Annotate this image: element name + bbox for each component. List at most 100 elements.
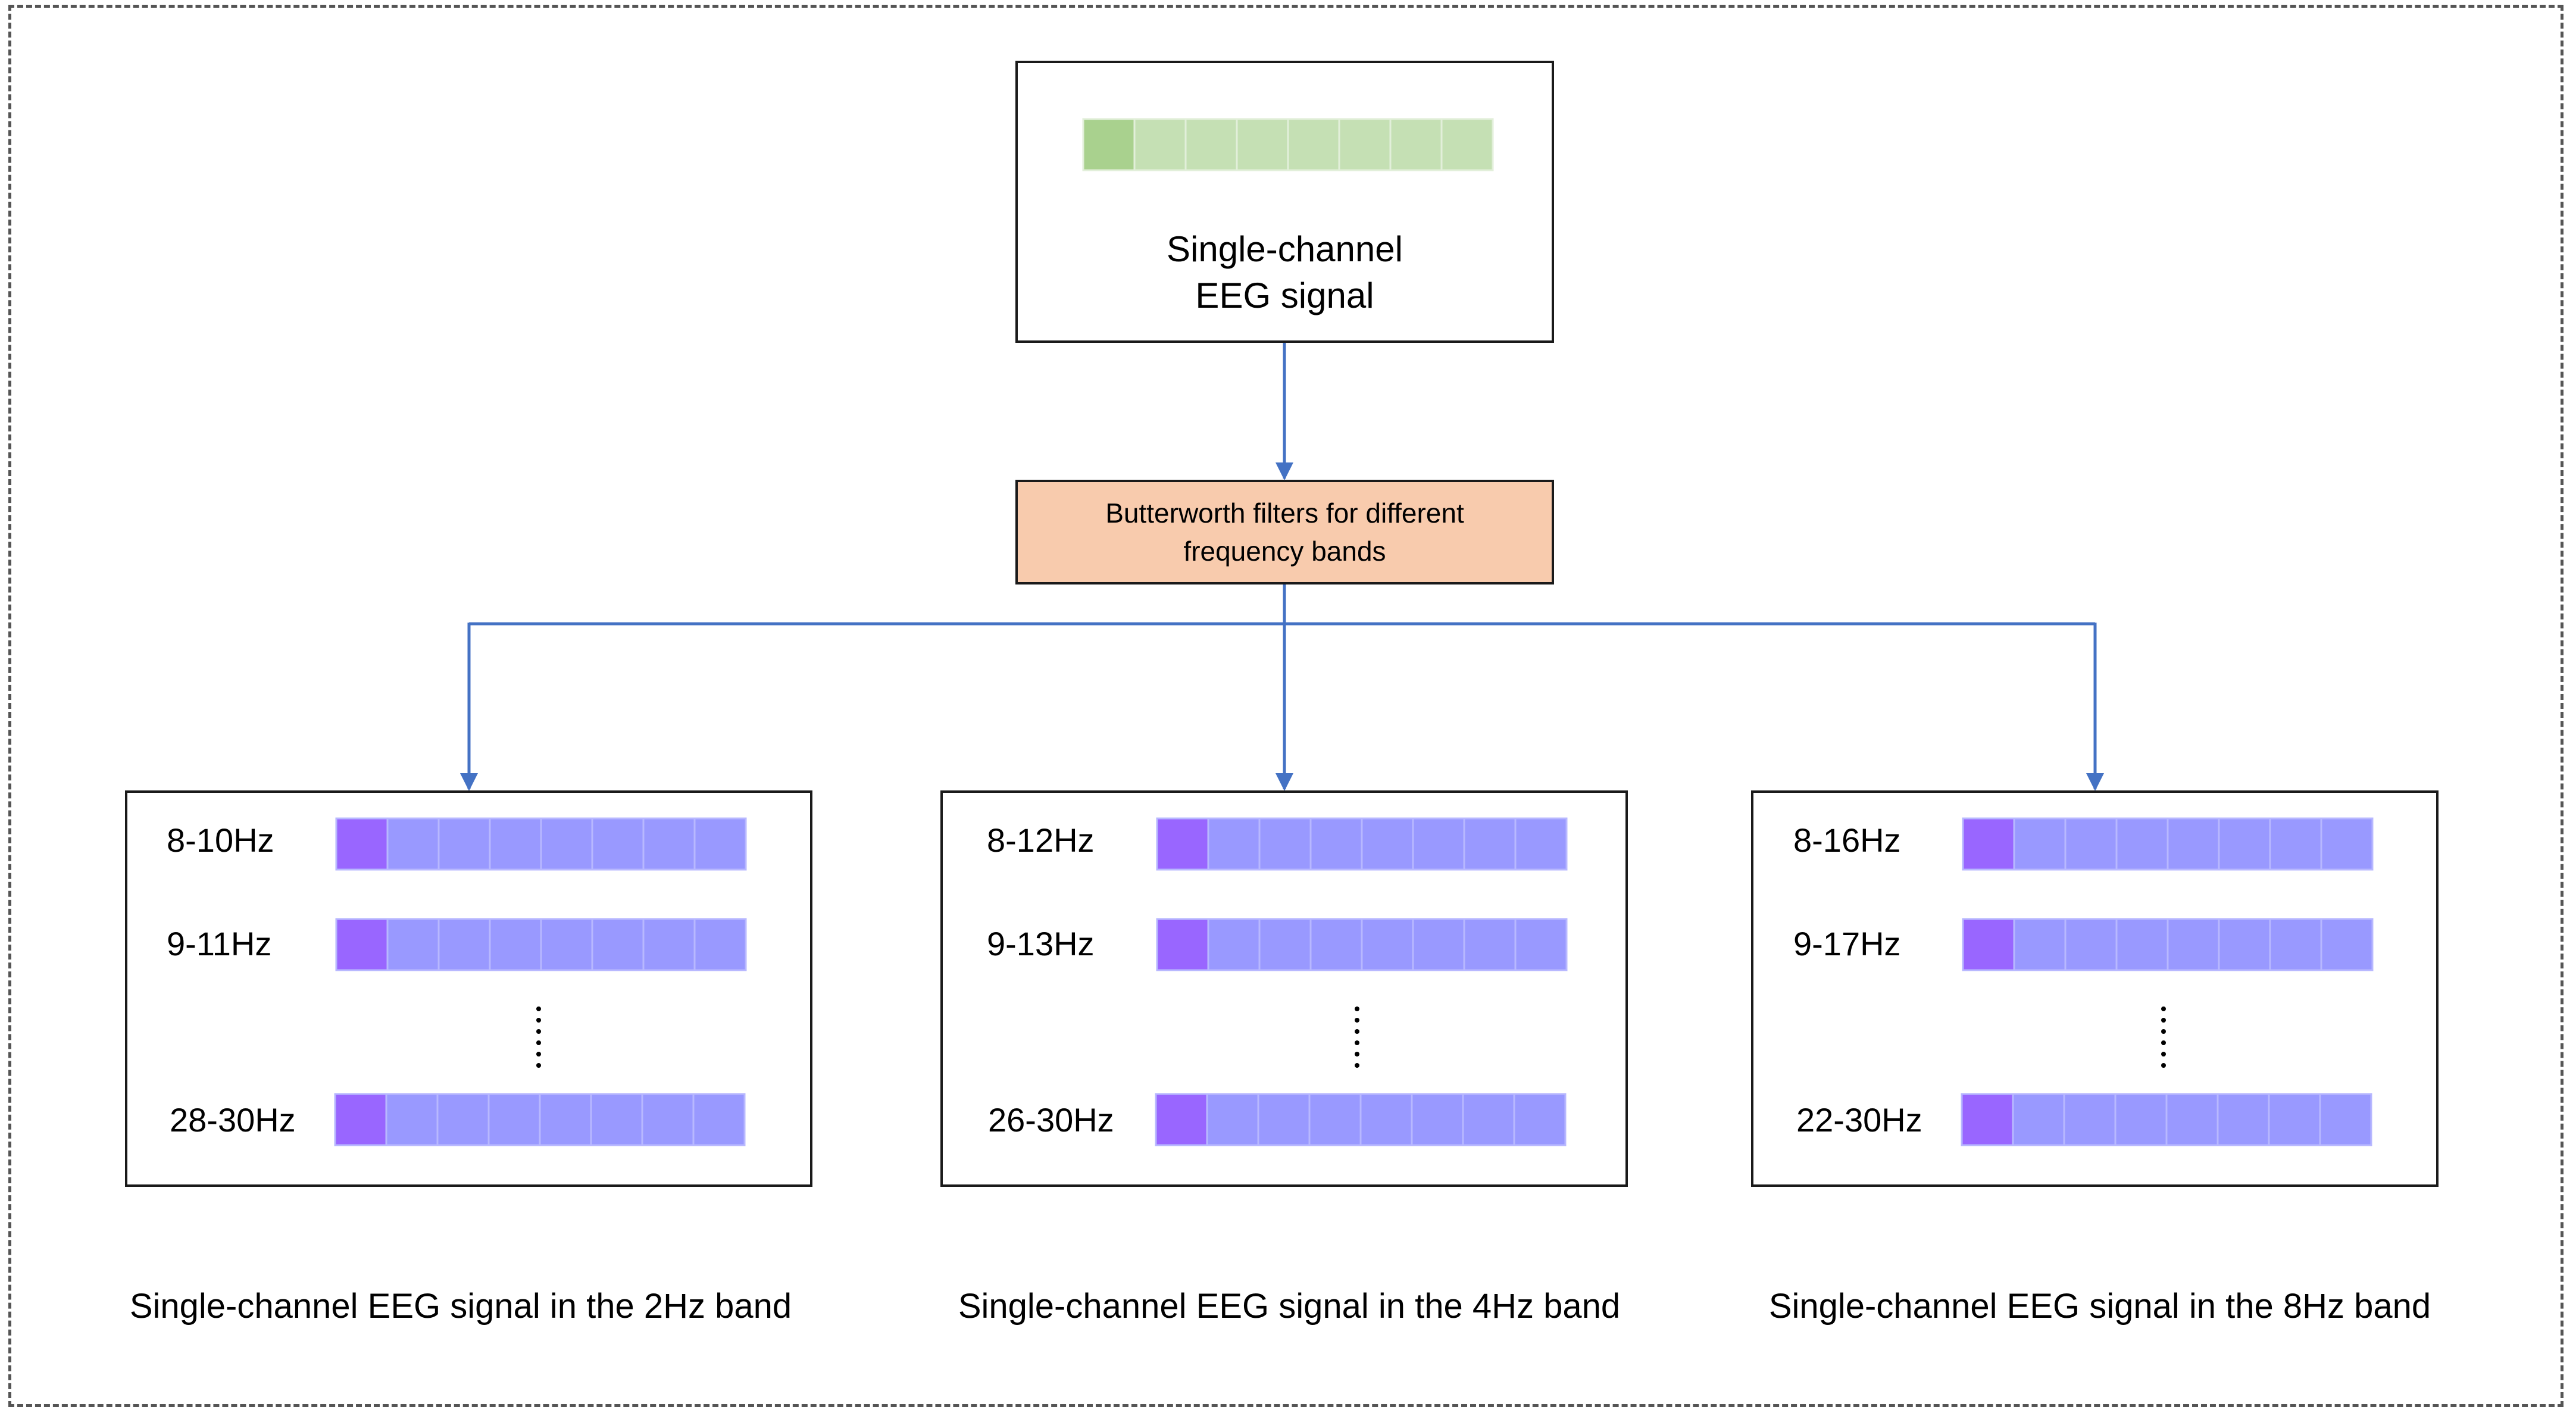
strip-segment	[2269, 918, 2322, 971]
strip-segment	[2167, 918, 2220, 971]
ellipsis-dot	[536, 1018, 541, 1023]
strip-segment	[2167, 817, 2220, 871]
strip-segment	[591, 918, 645, 971]
strip-segment-first	[335, 817, 389, 871]
band-label: 26-30Hz	[988, 1101, 1114, 1139]
strip-segment	[2064, 918, 2118, 971]
strip-segment	[2013, 918, 2067, 971]
band-strip-0-0	[335, 817, 747, 871]
ellipsis-dot	[1355, 1052, 1359, 1056]
strip-segment-first	[335, 918, 389, 971]
ellipsis-dot	[536, 1040, 541, 1045]
strip-segment	[1361, 918, 1414, 971]
strip-segment	[1184, 118, 1238, 171]
strip-segment	[437, 817, 491, 871]
strip-segment	[1287, 118, 1340, 171]
ellipsis-dot	[2161, 1040, 2166, 1045]
strip-segment	[1308, 1093, 1362, 1146]
strip-segment	[2218, 817, 2271, 871]
strip-segment	[642, 918, 696, 971]
band-label: 8-12Hz	[987, 821, 1095, 859]
strip-segment	[2115, 918, 2169, 971]
strip-segment	[1412, 817, 1465, 871]
strip-segment	[1236, 118, 1289, 171]
ellipsis-dot	[2161, 1029, 2166, 1034]
ellipsis-dot	[536, 1063, 541, 1068]
ellipsis-dot	[536, 1006, 541, 1011]
strip-segment	[590, 1093, 643, 1146]
strip-segment	[2115, 817, 2169, 871]
strip-segment	[540, 918, 593, 971]
ellipsis-dot	[1355, 1029, 1359, 1034]
input-signal-label: Single-channel EEG signal	[1015, 226, 1554, 319]
strip-segment	[1206, 1093, 1259, 1146]
strip-segment	[1462, 1093, 1515, 1146]
band-label: 9-13Hz	[987, 925, 1095, 962]
ellipsis-dot	[2161, 1018, 2166, 1023]
band-strip-1-2	[1155, 1093, 1567, 1146]
strip-segment	[591, 817, 645, 871]
strip-segment	[1389, 118, 1443, 171]
band-strip-0-2	[334, 1093, 746, 1146]
strip-segment	[2320, 918, 2374, 971]
strip-segment	[693, 817, 747, 871]
band-label: 8-10Hz	[167, 821, 274, 859]
strip-segment-first	[1155, 1093, 1208, 1146]
strip-segment	[1514, 817, 1568, 871]
strip-segment	[487, 1093, 541, 1146]
strip-segment	[437, 918, 491, 971]
strip-segment	[1514, 918, 1568, 971]
strip-segment	[2012, 1093, 2065, 1146]
strip-segment	[1258, 918, 1312, 971]
strip-segment-first	[1961, 1093, 2014, 1146]
strip-segment	[2268, 1093, 2321, 1146]
butterworth-filter-box: Butterworth filters for different freque…	[1015, 480, 1554, 584]
strip-segment-first	[1962, 817, 2015, 871]
strip-segment-first	[1156, 817, 1209, 871]
strip-segment	[2320, 817, 2374, 871]
strip-segment-first	[1962, 918, 2015, 971]
band-strip-1-0	[1156, 817, 1568, 871]
input-signal-box	[1015, 61, 1554, 343]
strip-segment	[1513, 1093, 1567, 1146]
strip-segment	[489, 918, 542, 971]
strip-segment-first	[1156, 918, 1209, 971]
caption-8hz: Single-channel EEG signal in the 8Hz ban…	[1768, 1287, 2431, 1326]
ellipsis-dot	[1355, 1063, 1359, 1068]
ellipsis-dot	[2161, 1063, 2166, 1068]
strip-segment	[1463, 918, 1517, 971]
band-strip-2-1	[1962, 918, 2374, 971]
strip-segment	[693, 918, 747, 971]
band-label: 9-17Hz	[1793, 925, 1901, 962]
strip-segment	[539, 1093, 592, 1146]
band-strip-2-2	[1961, 1093, 2372, 1146]
strip-segment-first	[1082, 118, 1136, 171]
input-label-line2: EEG signal	[1195, 276, 1374, 315]
outer-dashed-frame	[8, 5, 2564, 1407]
ellipsis-dot	[536, 1052, 541, 1056]
band-strip-1-1	[1156, 918, 1568, 971]
input-strip-segments	[1082, 118, 1494, 171]
band-label: 8-16Hz	[1793, 821, 1901, 859]
strip-segment	[436, 1093, 490, 1146]
strip-segment	[386, 817, 440, 871]
ellipsis-dot	[536, 1029, 541, 1034]
filter-label: Butterworth filters for different freque…	[1105, 498, 1464, 567]
strip-segment	[385, 1093, 439, 1146]
strip-segment	[1338, 118, 1392, 171]
ellipsis-dot	[2161, 1006, 2166, 1011]
strip-segment	[1207, 918, 1261, 971]
strip-segment	[540, 817, 593, 871]
band-strip-2-0	[1962, 817, 2374, 871]
strip-segment	[2217, 1093, 2270, 1146]
strip-segment	[1361, 817, 1414, 871]
strip-segment	[489, 817, 542, 871]
strip-segment-first	[334, 1093, 387, 1146]
strip-segment	[2013, 817, 2067, 871]
strip-segment	[2269, 817, 2322, 871]
band-label: 22-30Hz	[1796, 1101, 1922, 1139]
input-label-line1: Single-channel	[1167, 229, 1403, 269]
